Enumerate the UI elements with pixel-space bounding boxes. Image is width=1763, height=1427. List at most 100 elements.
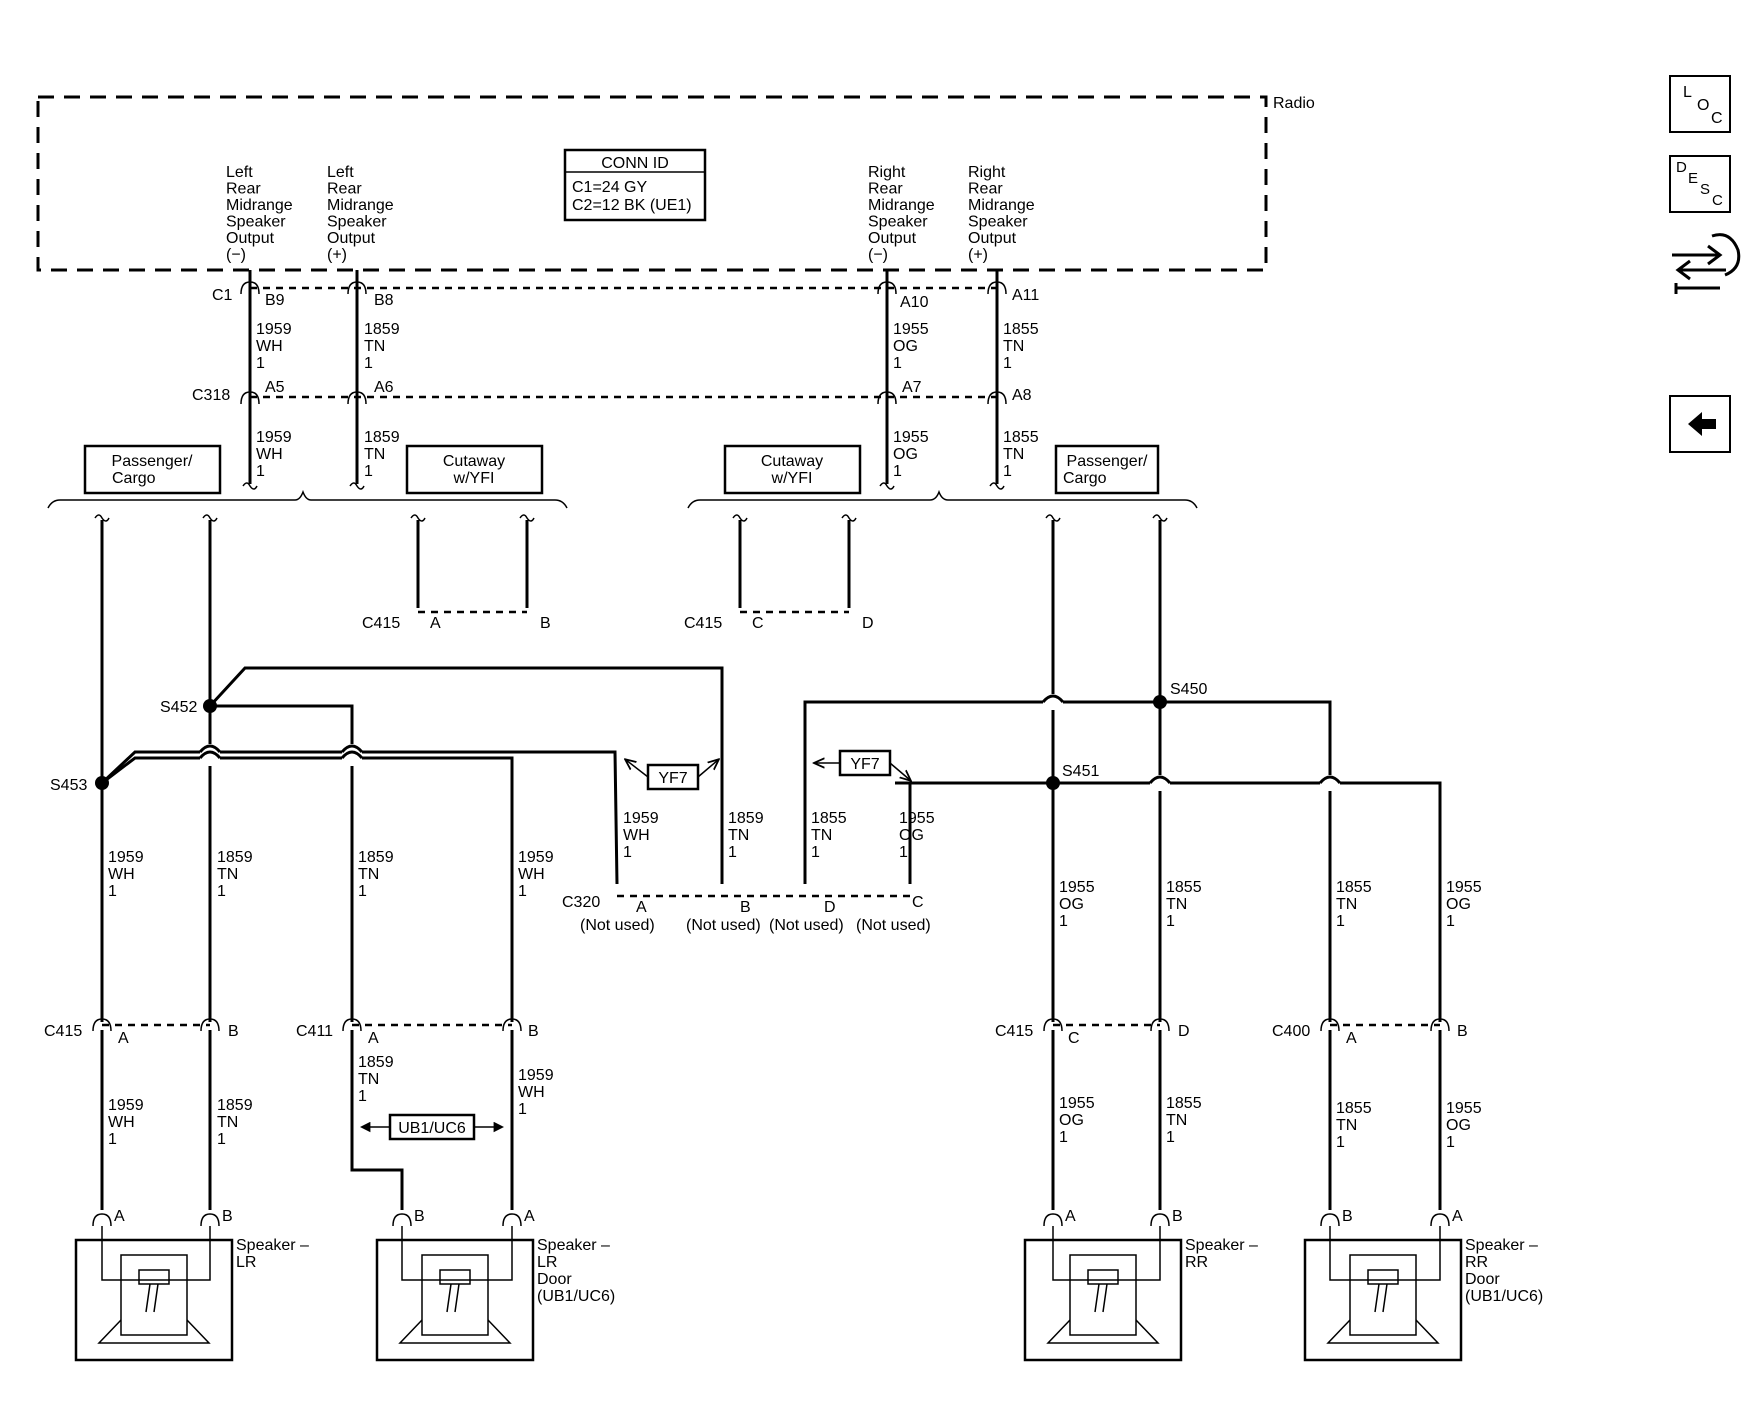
- c318-pin-a6: A6: [374, 379, 394, 396]
- wire-label-21-line-0: 1959: [518, 1067, 554, 1084]
- c318-pin-cup-0: [240, 391, 260, 405]
- cutaway-c415-left: C415 A B: [362, 520, 551, 632]
- speaker-pin-cup-3: [502, 1213, 522, 1227]
- wire-label-18-line-2: 1: [1336, 913, 1345, 930]
- cutaway-left-c415-label: C415: [362, 615, 400, 632]
- break-bottom-4: [732, 514, 748, 522]
- wire-label-3-line-1: TN: [1003, 338, 1024, 355]
- speaker-3-pin-right: A: [1452, 1208, 1463, 1225]
- wire-label-25-line-0: 1855: [1166, 1095, 1202, 1112]
- wire-label-4-line-1: WH: [256, 446, 283, 463]
- cutaway-right-c415-label: C415: [684, 615, 722, 632]
- connector-pins: [92, 281, 1450, 1227]
- output-label-1-line-3: Speaker: [327, 214, 387, 231]
- wire-label-0-line-2: 1: [256, 355, 265, 372]
- speaker-0-name-line-1: LR: [236, 1254, 256, 1271]
- speaker-1-name-line-0: Speaker –: [537, 1237, 610, 1254]
- wire-label-3-line-2: 1: [1003, 355, 1012, 372]
- speaker-pin-cup-5: [1150, 1213, 1170, 1227]
- c400-label: C400: [1272, 1023, 1310, 1040]
- wire-label-6-line-1: OG: [893, 446, 918, 463]
- output-label-3-line-3: Speaker: [968, 214, 1028, 231]
- speaker-3-pin-left: B: [1342, 1208, 1353, 1225]
- wire-label-3-line-0: 1855: [1003, 321, 1039, 338]
- loc-letter-c: C: [1711, 110, 1723, 127]
- lower-wires: [100, 1030, 1442, 1210]
- left-wiring: S452 S453: [50, 520, 724, 1022]
- break-top-2: [879, 482, 895, 490]
- c411-pin-b: B: [528, 1023, 539, 1040]
- desc-button[interactable]: D E S C: [1669, 155, 1731, 213]
- wire-label-0-line-0: 1959: [256, 321, 292, 338]
- lower-pin-cup-1: [200, 1018, 220, 1032]
- wire-label-12-line-1: WH: [623, 827, 650, 844]
- conn-id-c2: C2=12 BK (UE1): [572, 197, 692, 214]
- break-top-0: [242, 482, 258, 490]
- wire-label-25-line-1: TN: [1166, 1112, 1187, 1129]
- conn-id-c1: C1=24 GY: [572, 179, 647, 196]
- speaker-2-pin-right: B: [1172, 1208, 1183, 1225]
- option-branch-right: Cutaway w/YFI Passenger/ Cargo: [687, 444, 1198, 509]
- speaker-2-magnet: [1069, 1254, 1137, 1336]
- speaker-3-name-line-2: Door: [1465, 1271, 1500, 1288]
- output-label-0-line-1: Rear: [226, 181, 261, 198]
- connector-c415-lower-right: C415 C D: [995, 1023, 1190, 1047]
- output-label-2-line-2: Midrange: [868, 197, 935, 214]
- output-label-3-line-2: Midrange: [968, 197, 1035, 214]
- diagnostic-tool-icon[interactable]: [1672, 233, 1741, 294]
- output-label-3-line-5: (+): [968, 247, 988, 264]
- c318-pin-cup-3: [987, 391, 1007, 405]
- break-top-1: [349, 482, 365, 490]
- c415-lower-left-pin-a: A: [118, 1030, 129, 1047]
- c415-lower-right-pin-d: D: [1178, 1023, 1190, 1040]
- wire-label-20-line-1: TN: [358, 1071, 379, 1088]
- wire-label-1-line-0: 1859: [364, 321, 400, 338]
- c1-label: C1: [212, 287, 233, 304]
- option-passenger-cargo-right-line1: Passenger/: [1067, 453, 1148, 470]
- wire-label-11-line-0: 1959: [518, 849, 554, 866]
- loc-button[interactable]: L O C: [1669, 75, 1731, 133]
- wire-s450-to-c320d: [803, 700, 1160, 884]
- cutaway-right-pin-c: C: [752, 615, 764, 632]
- top-wires: [248, 270, 999, 484]
- splice-s450-label: S450: [1170, 681, 1207, 698]
- right-wiring: S450 S451: [803, 520, 1442, 1022]
- speaker-pin-cup-2: [392, 1213, 412, 1227]
- speaker-0-magnet: [120, 1254, 188, 1336]
- wire-label-19-line-0: 1955: [1446, 879, 1482, 896]
- output-label-2-line-3: Speaker: [868, 214, 928, 231]
- wire-label-26-line-0: 1855: [1336, 1100, 1372, 1117]
- desc-letter-d: D: [1676, 159, 1687, 176]
- break-bottom-2: [410, 514, 426, 522]
- speaker-3-name-line-3: (UB1/UC6): [1465, 1288, 1543, 1305]
- wire-s452-to-c320b: [208, 666, 724, 884]
- c415-lower-right-label: C415: [995, 1023, 1033, 1040]
- wire-label-22-line-0: 1959: [108, 1097, 144, 1114]
- wire-label-8-line-1: WH: [108, 866, 135, 883]
- wire-s451-to-c320c: [895, 781, 1053, 884]
- c1-pin-a11: A11: [1012, 287, 1039, 304]
- wire-s450-to-c400a: [1160, 700, 1332, 1022]
- wire-label-2-line-0: 1955: [893, 321, 929, 338]
- wire-label-1-line-1: TN: [364, 338, 385, 355]
- wire-label-13-line-1: TN: [728, 827, 749, 844]
- c411-label: C411: [296, 1023, 333, 1040]
- wire-label-7-line-0: 1855: [1003, 429, 1039, 446]
- desc-letter-e: E: [1688, 170, 1698, 187]
- output-label-1-line-0: Left: [327, 164, 354, 181]
- desc-letter-c: C: [1712, 192, 1723, 209]
- c320-pin-c: C: [912, 894, 924, 911]
- c1-pin-b9: B9: [265, 292, 285, 309]
- radio-module-outline: [36, 95, 1268, 272]
- speaker-0-cone-icon: [97, 1319, 211, 1344]
- output-label-2-line-0: Right: [868, 164, 906, 181]
- wire-label-24-line-2: 1: [1059, 1129, 1068, 1146]
- desc-letter-s: S: [1700, 181, 1710, 198]
- lower-pin-cup-5: [1150, 1018, 1170, 1032]
- lower-pin-cup-0: [92, 1018, 112, 1032]
- wire-label-18-line-1: TN: [1336, 896, 1357, 913]
- back-button[interactable]: [1669, 395, 1731, 453]
- wire-label-27-line-0: 1955: [1446, 1100, 1482, 1117]
